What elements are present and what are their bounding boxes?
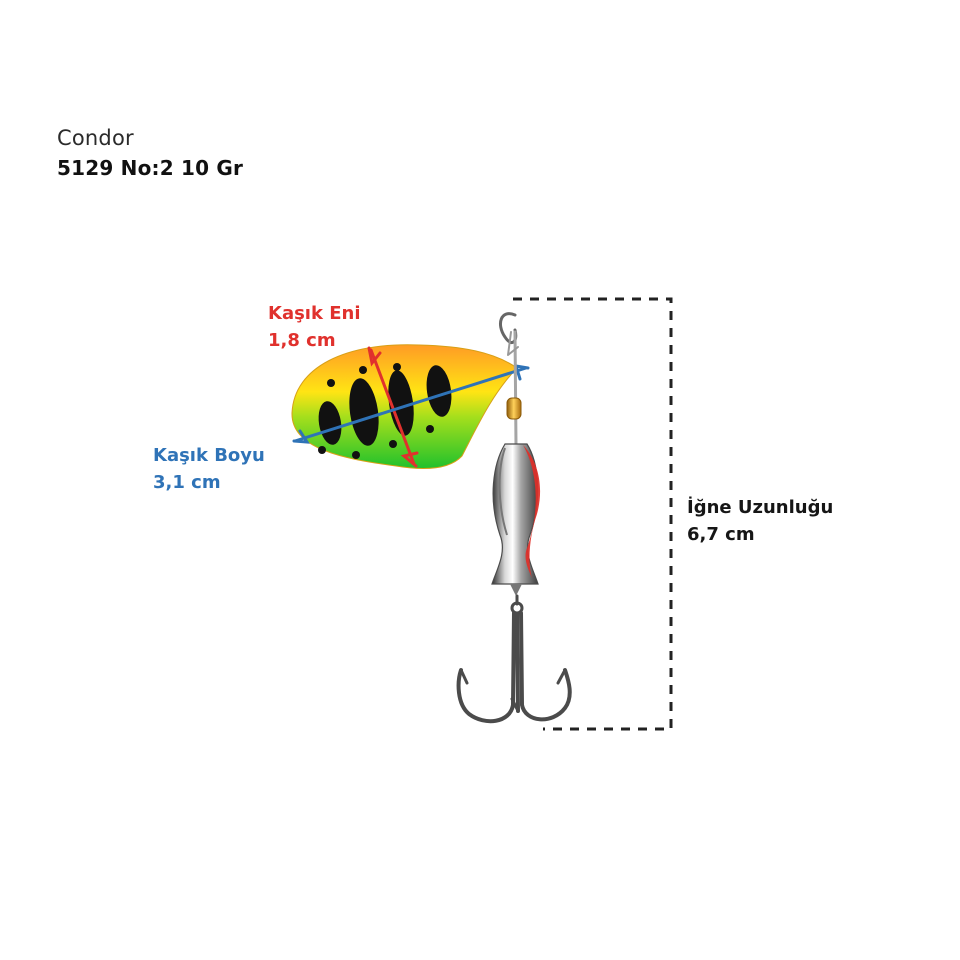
wire-and-snap bbox=[499, 312, 519, 447]
hook-length-value: 6,7 cm bbox=[687, 524, 755, 545]
spoon-length-annotation: Kaşık Boyu 3,1 cm bbox=[153, 442, 265, 496]
spoon-width-annotation: Kaşık Eni 1,8 cm bbox=[268, 300, 361, 354]
treble-hook bbox=[456, 594, 572, 724]
product-model: 5129 No:2 10 Gr bbox=[57, 156, 244, 180]
spoon-length-value: 3,1 cm bbox=[153, 472, 221, 493]
spoon-length-label: Kaşık Boyu bbox=[153, 445, 265, 466]
spoon-width-value: 1,8 cm bbox=[268, 330, 336, 351]
brass-bead bbox=[506, 397, 522, 420]
hook-length-annotation: İğne Uzunluğu 6,7 cm bbox=[687, 494, 833, 548]
hook-length-dimension bbox=[513, 297, 673, 731]
hook-length-label: İğne Uzunluğu bbox=[687, 497, 834, 518]
spoon-width-arrow bbox=[367, 346, 419, 468]
product-brand: Condor bbox=[57, 126, 134, 150]
spoon-width-label: Kaşık Eni bbox=[268, 303, 361, 324]
fish-body-weight bbox=[491, 443, 541, 596]
